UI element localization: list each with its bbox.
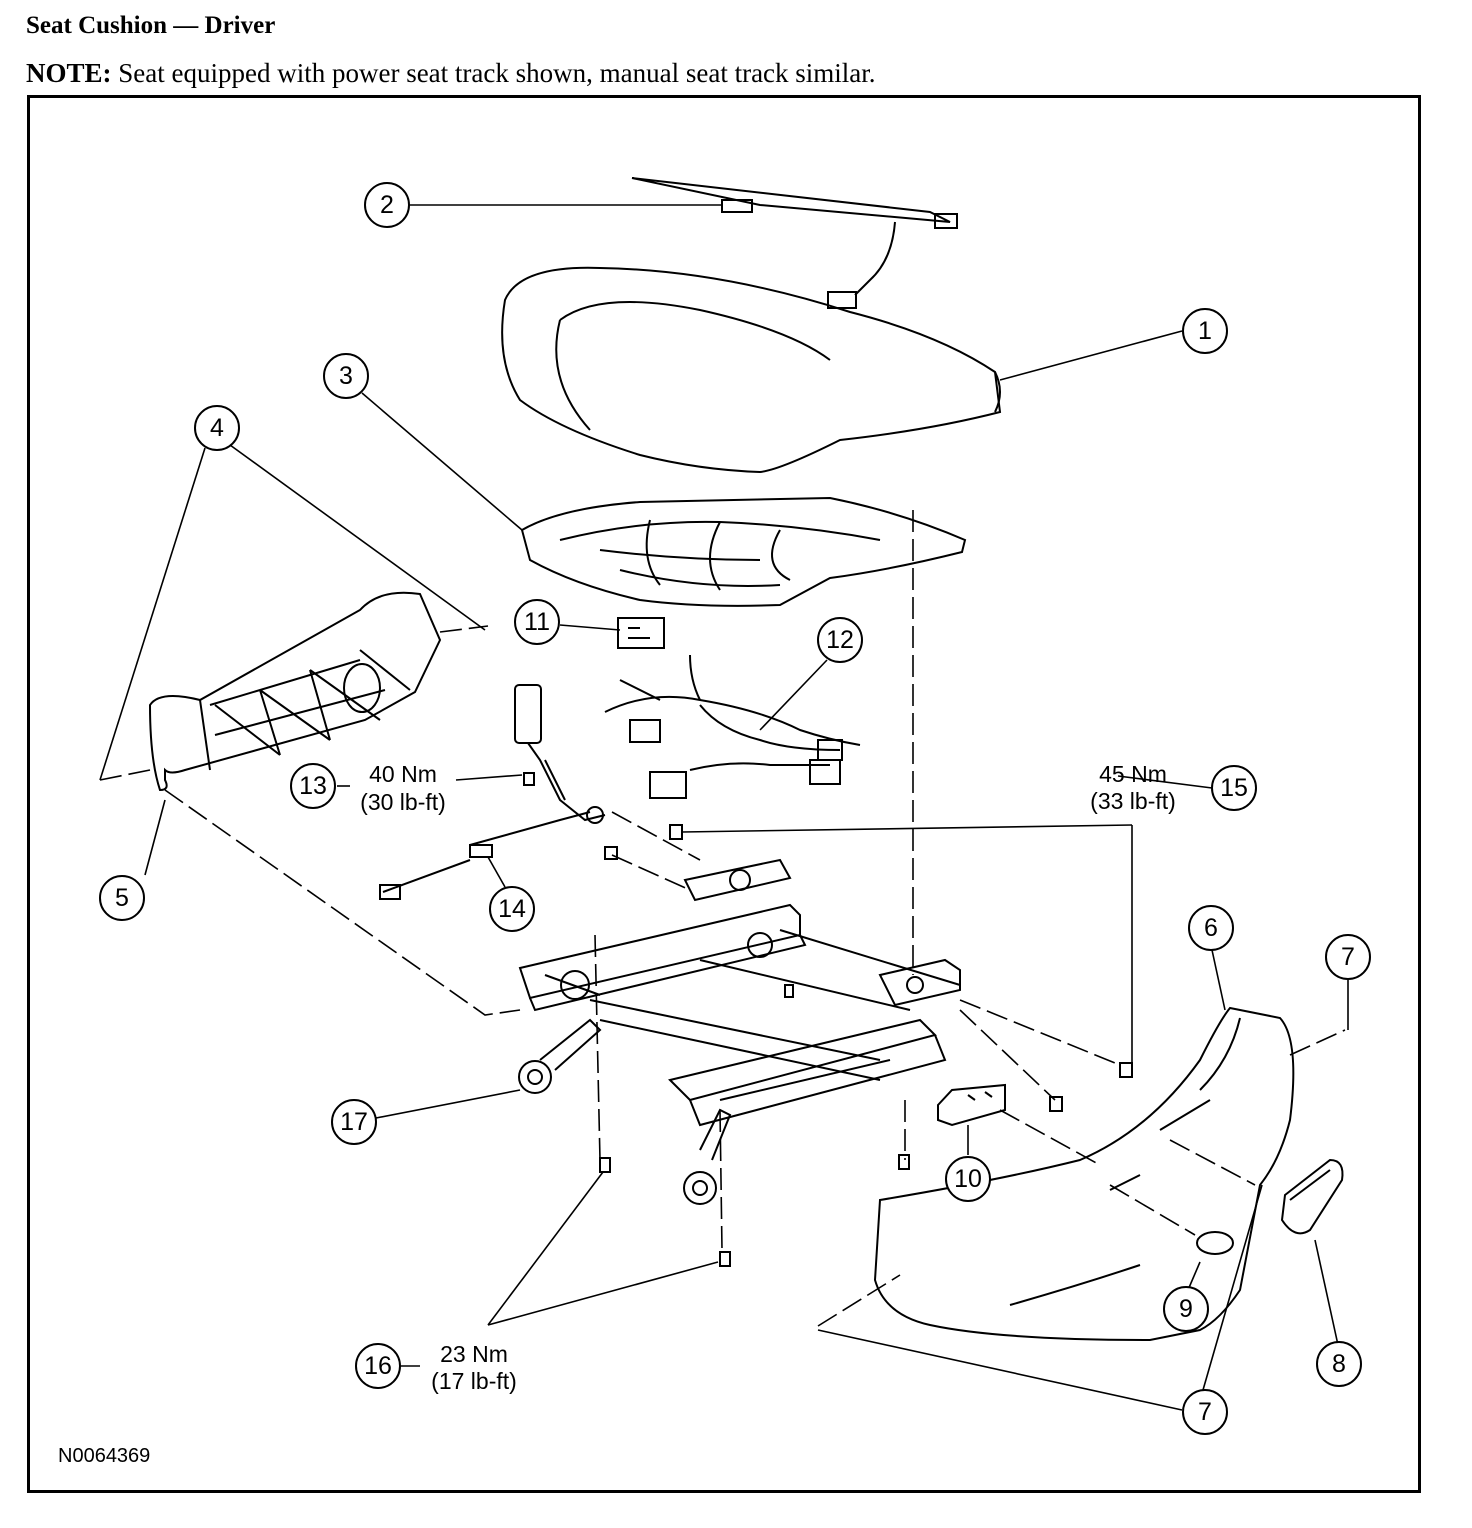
part-cushion-frame [520, 496, 967, 607]
part-seat-belt-buckle [379, 684, 606, 900]
callout-1: 1 [1182, 308, 1228, 354]
part-seat-cushion-pad [501, 266, 1002, 474]
callout-1-label: 1 [1198, 317, 1212, 345]
callout-10-label: 10 [954, 1165, 982, 1193]
callout-17: 17 [331, 1099, 377, 1145]
leader-lines [99, 204, 1349, 1411]
part-heater-mat [631, 177, 958, 309]
part-seat-track [518, 858, 961, 1127]
callout-6-label: 6 [1204, 914, 1218, 942]
alignment-lines [99, 510, 1346, 1327]
callout-7-top: 7 [1325, 934, 1371, 980]
callout-9: 9 [1163, 1286, 1209, 1332]
part-outer-shield [873, 1006, 1295, 1342]
torque-specs: 40 Nm (30 lb-ft) 45 Nm (33 lb-ft) 23 Nm … [360, 761, 1176, 1394]
callout-2-label: 2 [380, 191, 394, 219]
callout-3-label: 3 [339, 362, 353, 390]
callout-6: 6 [1188, 905, 1234, 951]
callout-14: 14 [489, 886, 535, 932]
torque-13-lbft: (30 lb-ft) [360, 789, 446, 815]
part-inner-shield [148, 591, 442, 792]
fasteners [523, 772, 1133, 1267]
part-lever-17 [518, 1018, 732, 1205]
callout-16: 16 [355, 1343, 401, 1389]
note-text: Seat equipped with power seat track show… [111, 58, 876, 88]
callout-12: 12 [817, 617, 863, 663]
torque-15-lbft: (33 lb-ft) [1090, 788, 1176, 814]
torque-16-lbft: (17 lb-ft) [431, 1368, 517, 1394]
callout-11-label: 11 [524, 608, 550, 636]
part-wiring-harness [604, 654, 861, 799]
callout-12-label: 12 [826, 626, 854, 654]
figure-id: N0064369 [58, 1445, 150, 1467]
torque-16-nm: 23 Nm [440, 1341, 508, 1367]
part-switch-10 [937, 1083, 1006, 1127]
diagram-frame [27, 95, 1421, 1493]
callout-15: 15 [1211, 765, 1257, 811]
callout-14-label: 14 [498, 895, 526, 923]
page-title: Seat Cushion — Driver [26, 12, 276, 39]
callout-11: 11 [514, 599, 560, 645]
torque-15-nm: 45 Nm [1099, 761, 1167, 787]
callout-4-label: 4 [210, 414, 224, 442]
callout-15-label: 15 [1220, 774, 1248, 802]
part-module-11 [617, 617, 665, 649]
callout-5-label: 5 [115, 884, 129, 912]
callout-8: 8 [1316, 1341, 1362, 1387]
callout-17-label: 17 [340, 1108, 368, 1136]
callout-7-bottom-label: 7 [1198, 1398, 1212, 1426]
callout-5: 5 [99, 875, 145, 921]
callout-2: 2 [364, 182, 410, 228]
callout-13-label: 13 [299, 772, 327, 800]
callout-10: 10 [945, 1156, 991, 1202]
callout-13: 13 [290, 763, 336, 809]
callout-9-label: 9 [1179, 1295, 1193, 1323]
callout-16-label: 16 [364, 1352, 392, 1380]
callout-3: 3 [323, 353, 369, 399]
callout-7-bottom: 7 [1182, 1389, 1228, 1435]
part-cap [1196, 1231, 1234, 1255]
callouts: 2 1 3 4 11 12 13 15 5 14 6 7 17 10 9 8 1… [99, 182, 1371, 1435]
callout-4: 4 [194, 405, 240, 451]
callout-7-top-label: 7 [1341, 943, 1355, 971]
note-label: NOTE: [26, 58, 112, 88]
part-recliner-handle [1280, 1158, 1344, 1235]
torque-13-nm: 40 Nm [369, 761, 437, 787]
callout-8-label: 8 [1332, 1350, 1346, 1378]
note: NOTE: Seat equipped with power seat trac… [26, 58, 876, 89]
